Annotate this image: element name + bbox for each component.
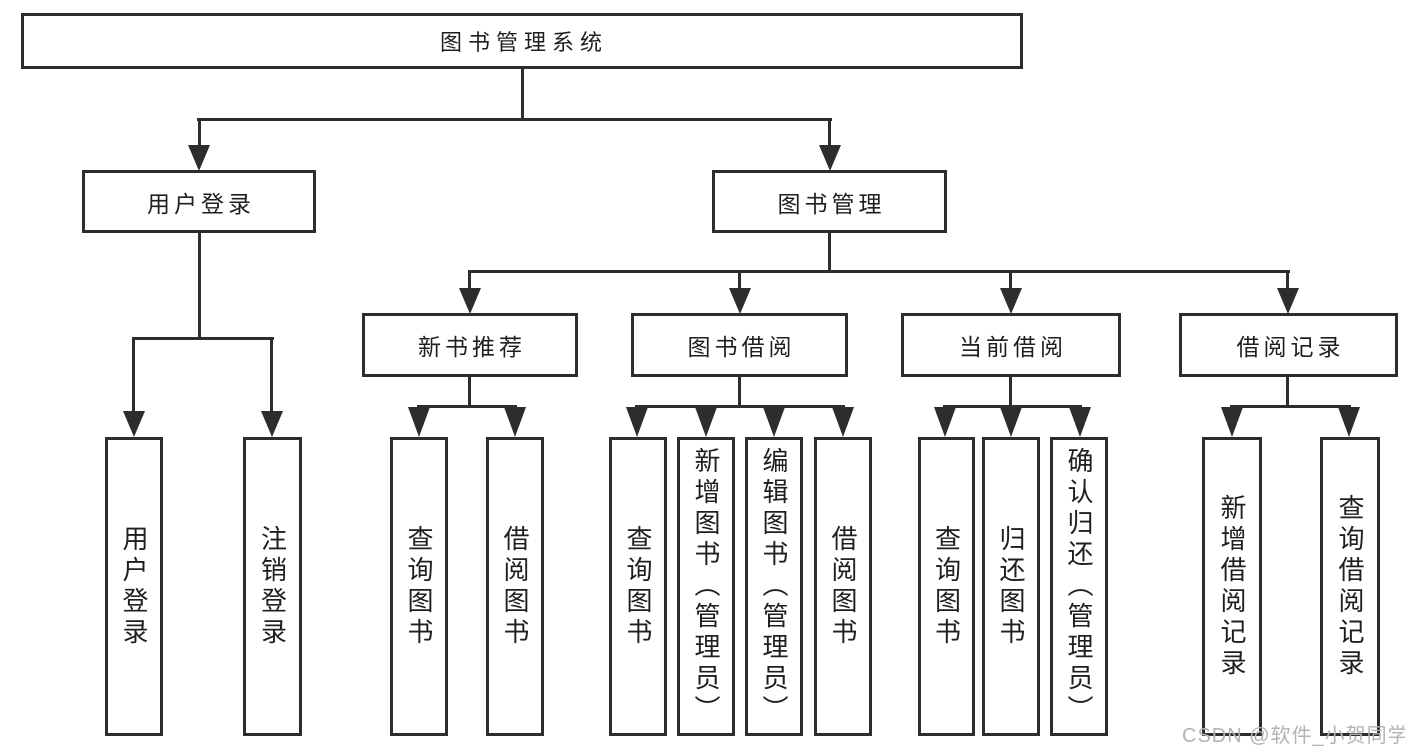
connector-stem [468,377,471,405]
leaf-query-books-1: 查询图书 [390,437,448,736]
leaf-confirm-return-admin: 确认归还（管理员） [1050,437,1108,736]
node-borrow-records: 借阅记录 [1179,313,1398,377]
arrowhead-down-icon [934,407,956,437]
arrowhead-down-icon [504,407,526,437]
connector-root-stem [521,69,524,118]
leaf-query-books-2: 查询图书 [609,437,667,736]
arrowhead-down-icon [123,411,145,437]
connector-line [270,340,273,414]
leaf-logout: 注销登录 [243,437,302,736]
leaf-add-book-admin: 新增图书（管理员） [677,437,735,736]
arrowhead-down-icon [1069,407,1091,437]
connector-line [198,121,201,148]
arrowhead-down-icon [261,411,283,437]
arrowhead-down-icon [729,288,751,314]
leaf-borrow-books-2: 借阅图书 [814,437,872,736]
leaf-add-borrow-record: 新增借阅记录 [1202,437,1262,736]
connector-line [468,273,471,292]
connector-book-mgmt-stem [828,233,831,270]
connector-line [828,121,831,148]
connector-bar [417,405,517,408]
connector-level2-bar [197,118,832,121]
arrowhead-down-icon [1000,407,1022,437]
connector-bar [635,405,845,408]
arrowhead-down-icon [459,288,481,314]
arrowhead-down-icon [819,145,841,171]
leaf-return-books: 归还图书 [982,437,1040,736]
leaf-edit-book-admin: 编辑图书（管理员） [745,437,803,736]
node-book-management: 图书管理 [712,170,947,233]
connector-stem [738,377,741,405]
leaf-borrow-books-1: 借阅图书 [486,437,544,736]
arrowhead-down-icon [408,407,430,437]
arrowhead-down-icon [763,407,785,437]
connector-line [1286,273,1289,292]
watermark: CSDN @软件_小贺同学 [1182,725,1405,747]
node-root: 图书管理系统 [21,13,1023,69]
connector-bar [1230,405,1351,408]
connector-level3-bar [468,270,1290,273]
arrowhead-down-icon [1338,407,1360,437]
node-current-borrow: 当前借阅 [901,313,1121,377]
arrowhead-down-icon [832,407,854,437]
connector-stem [1286,377,1289,405]
connector-line [132,340,135,414]
node-new-book-recommend: 新书推荐 [362,313,578,377]
arrowhead-down-icon [188,145,210,171]
arrowhead-down-icon [695,407,717,437]
connector-line [738,273,741,292]
arrowhead-down-icon [626,407,648,437]
arrowhead-down-icon [1277,288,1299,314]
arrowhead-down-icon [1000,288,1022,314]
connector-bar [943,405,1082,408]
node-book-borrow: 图书借阅 [631,313,848,377]
connector-user-login-bar [132,337,274,340]
connector-line [1009,273,1012,292]
leaf-query-borrow-record: 查询借阅记录 [1320,437,1380,736]
leaf-query-books-3: 查询图书 [918,437,975,736]
arrowhead-down-icon [1221,407,1243,437]
node-user-login: 用户登录 [82,170,316,233]
connector-user-login-stem [198,233,201,337]
leaf-user-login: 用户登录 [105,437,163,736]
connector-stem [1009,377,1012,405]
